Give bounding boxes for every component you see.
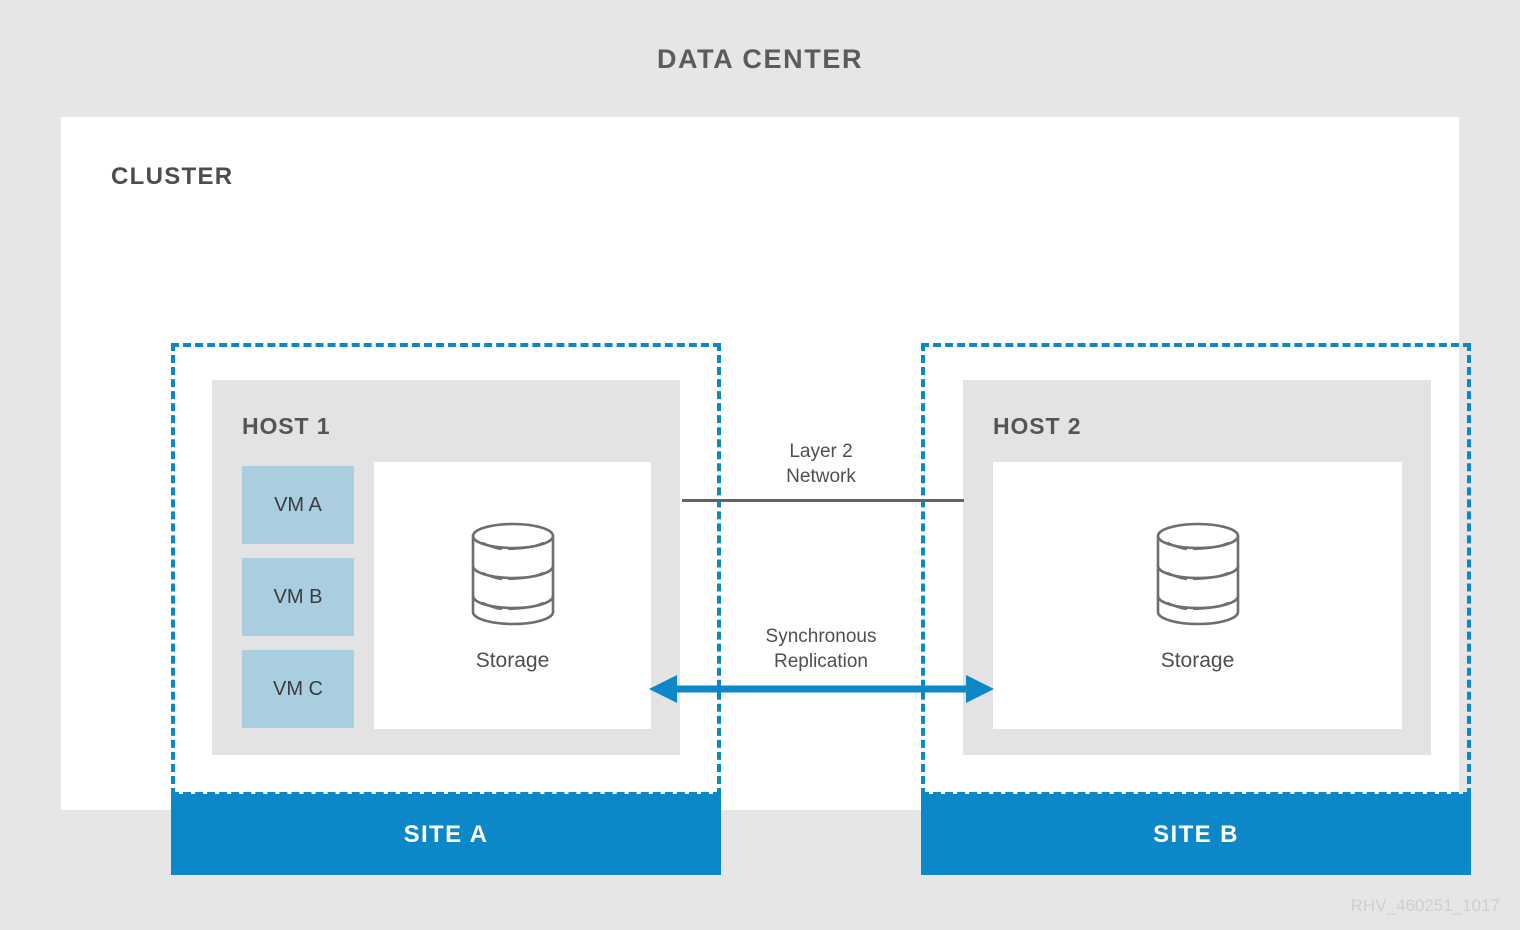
database-cylinder-icon [465,518,561,635]
layer2-network-line [682,499,964,502]
vm-label-c: VM C [273,677,323,700]
host-2-storage-label: Storage [1160,649,1235,672]
site-b-banner: SITE B [921,794,1471,875]
cluster-panel: CLUSTER HOST 1 VM A VM B VM C [61,117,1471,875]
cluster-title: CLUSTER [111,163,234,190]
site-b-banner-label: SITE B [1153,820,1239,848]
host-1-panel: HOST 1 VM A VM B VM C [212,380,680,755]
page-title: DATA CENTER [656,44,864,74]
layer2-network-label-line1: Layer 2 [789,441,853,462]
synchronous-replication-label-line1: Synchronous [765,626,877,647]
host-2-storage-box: Storage [993,462,1402,729]
vm-label-b: VM B [273,585,323,608]
vm-box-c[interactable]: VM C [242,650,354,728]
vm-box-a[interactable]: VM A [242,466,354,544]
host-2-title: HOST 2 [993,413,1082,439]
vm-box-b[interactable]: VM B [242,558,354,636]
vm-label-a: VM A [274,493,322,516]
synchronous-replication-label: Synchronous Replication [701,624,941,674]
layer2-network-label-line2: Network [786,466,856,487]
synchronous-replication-arrow-icon [649,673,994,705]
host-1-title: HOST 1 [242,413,331,439]
host-1-storage-box: Storage [374,462,651,729]
site-a-banner-label: SITE A [403,820,489,848]
site-a-banner: SITE A [171,794,721,875]
database-cylinder-icon [1150,518,1246,635]
layer2-network-label: Layer 2 Network [701,439,941,489]
host-2-panel: HOST 2 St [963,380,1431,755]
synchronous-replication-label-line2: Replication [774,651,868,672]
host-1-storage-label: Storage [475,649,550,672]
watermark: RHV_460251_1017 [1350,896,1500,915]
